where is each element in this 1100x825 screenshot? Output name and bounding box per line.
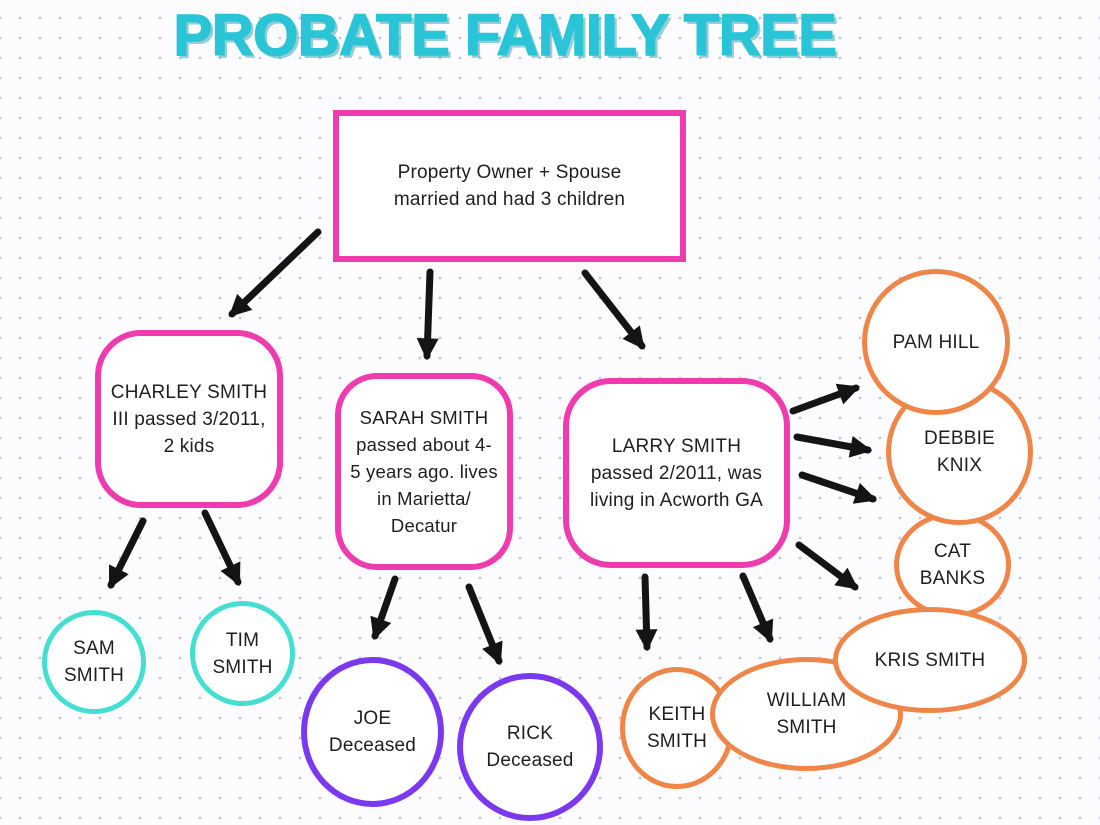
arrow-root-to-charley[interactable] (228, 228, 322, 318)
arrow-larry-to-kris[interactable] (795, 541, 859, 591)
node-larry-smith[interactable]: LARRY SMITH passed 2/2011, was living in… (563, 378, 790, 568)
node-label: JOE Deceased (328, 708, 417, 756)
node-tim-smith[interactable]: TIM SMITH (190, 601, 295, 706)
arrow-sarah-to-joe[interactable] (370, 575, 399, 641)
arrow-larry-to-debbie[interactable] (793, 433, 873, 458)
node-label: Property Owner + Spouse married and had … (393, 162, 626, 210)
node-label: TIM SMITH (212, 629, 273, 678)
node-label: PAM HILL (892, 331, 980, 353)
node-pam-hill[interactable]: PAM HILL (862, 269, 1010, 415)
arrow-larry-to-cat[interactable] (798, 471, 878, 504)
node-sam-smith[interactable]: SAM SMITH (42, 610, 146, 714)
arrow-charley-to-tim[interactable] (201, 509, 242, 586)
node-charley-smith[interactable]: CHARLEY SMITH III passed 3/2011, 2 kids (95, 330, 283, 508)
node-label: SAM SMITH (63, 638, 125, 686)
arrow-larry-to-william[interactable] (739, 572, 774, 644)
node-sarah-smith[interactable]: SARAH SMITH passed about 4- 5 years ago.… (335, 373, 513, 570)
node-cat-banks[interactable]: CAT BANKS (894, 512, 1011, 618)
arrow-root-to-larry[interactable] (581, 269, 646, 350)
node-label: CAT BANKS (919, 541, 986, 589)
arrow-charley-to-sam[interactable] (107, 517, 147, 589)
node-label: KEITH SMITH (646, 704, 708, 752)
arrow-sarah-to-rick[interactable] (465, 583, 503, 666)
node-label: DEBBIE KNIX (924, 428, 995, 476)
arrow-larry-to-pam[interactable] (789, 383, 861, 415)
node-label: KRIS SMITH (874, 649, 986, 671)
node-label: WILLIAM SMITH (766, 690, 847, 738)
page-title: PROBATE FAMILY TREE (173, 2, 838, 69)
arrow-root-to-sarah[interactable] (416, 268, 439, 361)
arrow-larry-to-keith[interactable] (635, 573, 658, 652)
node-rick-deceased[interactable]: RICK Deceased (457, 673, 603, 821)
node-label: LARRY SMITH passed 2/2011, was living in… (590, 435, 763, 511)
node-label: SARAH SMITH passed about 4- 5 years ago.… (350, 407, 498, 536)
node-property-owner[interactable]: Property Owner + Spouse married and had … (333, 110, 686, 262)
node-label: RICK Deceased (486, 723, 574, 771)
node-kris-smith[interactable]: KRIS SMITH (833, 607, 1027, 713)
node-label: CHARLEY SMITH III passed 3/2011, 2 kids (110, 381, 268, 457)
node-joe-deceased[interactable]: JOE Deceased (301, 657, 444, 807)
